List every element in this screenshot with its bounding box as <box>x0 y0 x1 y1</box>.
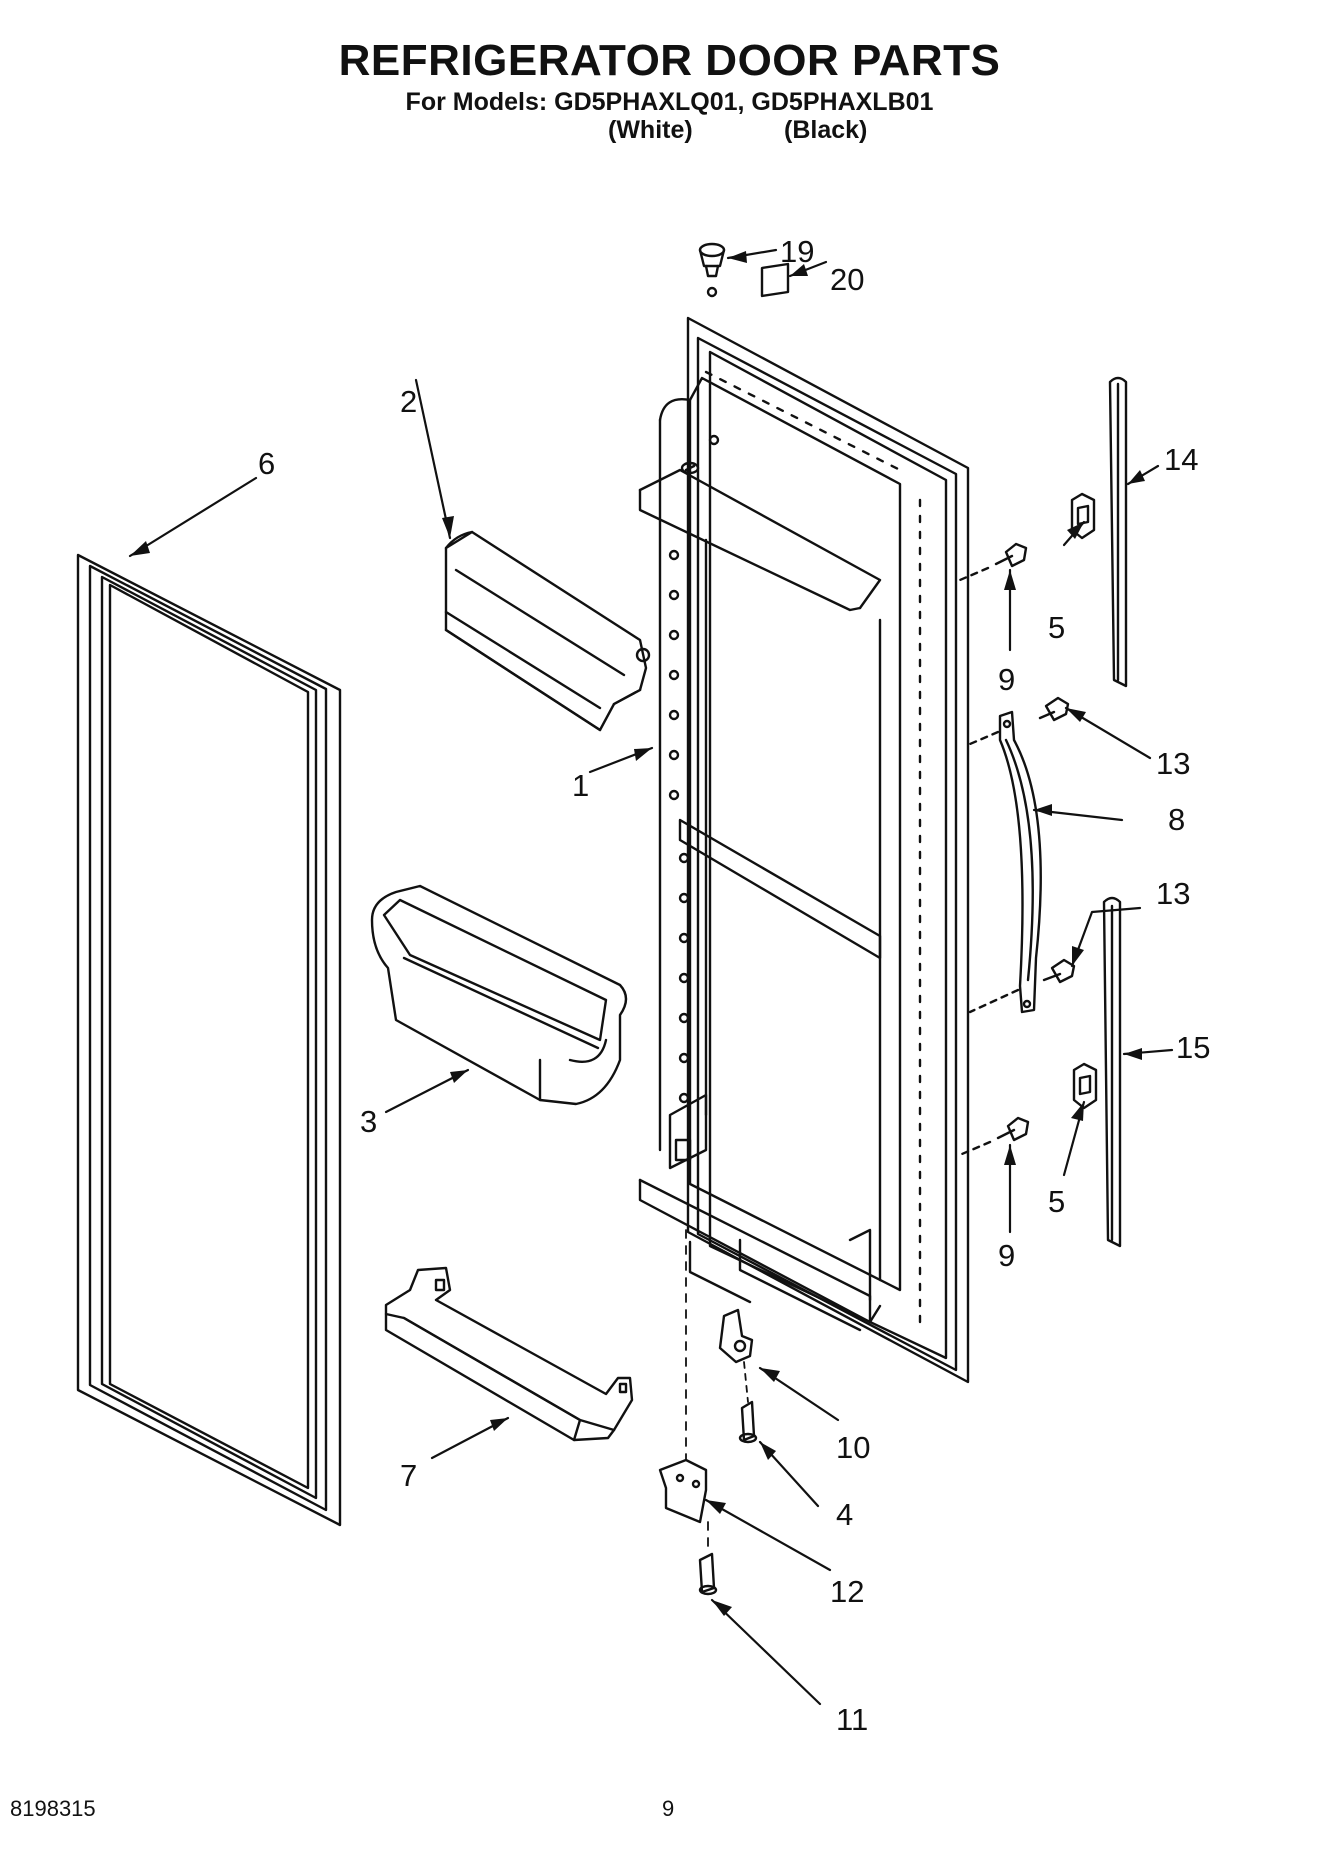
lower-door-trim-part <box>1102 896 1122 1248</box>
callout-3: 3 <box>360 1104 377 1139</box>
callout-20: 20 <box>830 262 864 297</box>
dairy-compartment-part <box>444 530 651 732</box>
callout-10: 10 <box>836 1430 870 1465</box>
callout-7: 7 <box>400 1458 417 1493</box>
hinge-screw-part <box>738 1400 758 1444</box>
callout-6: 6 <box>258 446 275 481</box>
hinge-bottom-screw-part <box>698 1552 718 1596</box>
callout-5-upper: 5 <box>1048 610 1065 645</box>
callout-9-upper: 9 <box>998 662 1015 697</box>
trim-clip-lower-part <box>1072 1062 1098 1110</box>
callout-4: 4 <box>836 1497 853 1532</box>
hinge-bracket-part <box>718 1308 754 1364</box>
trim-screw-upper-part <box>958 542 1028 582</box>
callout-12: 12 <box>830 1574 864 1609</box>
page-title: REFRIGERATOR DOOR PARTS <box>338 36 1001 85</box>
variant-black-label: (Black) <box>784 116 868 144</box>
trim-screw-lower-part <box>960 1116 1030 1156</box>
handle-screw-upper-part <box>1038 696 1070 722</box>
door-bin-part <box>370 884 628 1106</box>
callout-15: 15 <box>1176 1030 1210 1065</box>
door-gasket-part <box>76 553 342 1527</box>
callout-2: 2 <box>400 384 417 419</box>
callout-13-upper: 13 <box>1156 746 1190 781</box>
callout-13-lower: 13 <box>1156 876 1190 911</box>
callout-9-lower: 9 <box>998 1238 1015 1273</box>
upper-door-trim-part <box>1108 376 1128 688</box>
door-handle-part <box>968 710 1042 1014</box>
door-plug-part <box>698 242 726 298</box>
callout-5-lower: 5 <box>1048 1184 1065 1219</box>
door-label-part <box>760 262 790 298</box>
callout-8: 8 <box>1168 802 1185 837</box>
document-number: 8198315 <box>10 1796 96 1821</box>
callout-1: 1 <box>572 768 589 803</box>
lower-door-shelf-part <box>384 1266 634 1442</box>
models-line: For Models: GD5PHAXLQ01, GD5PHAXLB01 <box>405 88 934 116</box>
door-liner-part <box>638 316 970 1384</box>
page-number: 9 <box>662 1796 675 1821</box>
callout-arrowheads <box>130 251 1145 1616</box>
handle-screw-lower-part <box>1042 958 1076 984</box>
callout-leaders <box>128 248 1174 1706</box>
callout-19: 19 <box>780 234 814 269</box>
lower-hinge-part <box>658 1458 708 1524</box>
callout-11: 11 <box>836 1702 868 1737</box>
variant-white-label: (White) <box>608 116 693 144</box>
callout-14: 14 <box>1164 442 1198 477</box>
